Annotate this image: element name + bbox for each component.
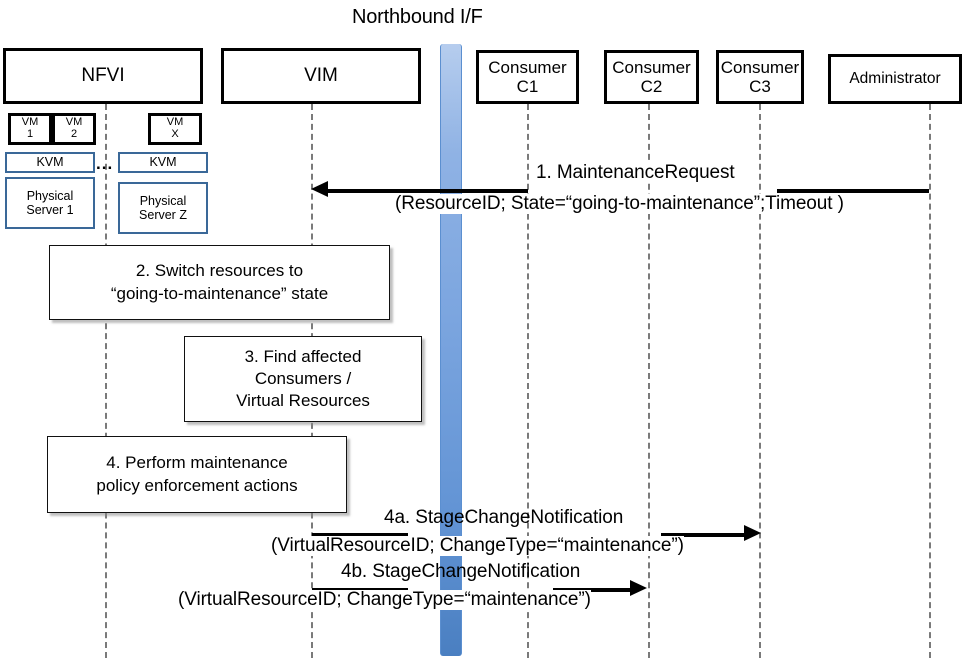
message-4b-params: (VirtualResourceID; ChangeType=“maintena… [178, 589, 591, 610]
actor-label-vim: VIM [304, 65, 338, 87]
diagram-title: Northbound I/F [352, 6, 483, 28]
lifeline-nfvi [105, 104, 107, 658]
message-4b-arrowhead [630, 580, 647, 596]
infrastructure-ellipsis: ... [96, 154, 114, 173]
vm-box-1[interactable]: VM 1 [8, 113, 52, 145]
actor-label-consumer-c3-line2: C3 [749, 77, 771, 96]
message-4a-params: (VirtualResourceID; ChangeType=“maintena… [271, 535, 684, 556]
hypervisor-box-kvm-2[interactable]: KVM [118, 152, 208, 173]
actor-label-consumer-c2-line2: C2 [640, 77, 663, 96]
vm-box-2-line1: VM [65, 116, 83, 129]
vm-box-1-line2: 1 [26, 128, 34, 140]
actor-box-administrator[interactable]: Administrator [828, 54, 962, 104]
message-1-params: (ResourceID; State=“going-to-maintenance… [395, 193, 844, 214]
vm-box-x-line1: VM [166, 116, 184, 129]
actor-label-consumer-c2-line1: Consumer [612, 57, 691, 77]
message-4a-arrowhead [744, 525, 761, 541]
step-box-2-line1: 2. Switch resources to [135, 261, 304, 281]
physical-server-box-z[interactable]: Physical Server Z [118, 182, 208, 234]
actor-box-consumer-c1[interactable]: Consumer C1 [476, 50, 579, 104]
hypervisor-box-kvm-1[interactable]: KVM [5, 152, 95, 173]
actor-box-consumer-c3[interactable]: Consumer C3 [716, 50, 804, 104]
message-4a-line-right [661, 533, 745, 537]
physical-server-box-1[interactable]: Physical Server 1 [5, 177, 95, 229]
step-box-3-line3: Virtual Resources [236, 391, 370, 411]
step-box-3[interactable]: 3. Find affected Consumers / Virtual Res… [184, 336, 422, 422]
step-box-4-line1: 4. Perform maintenance [106, 453, 288, 473]
step-box-3-line1: 3. Find affected [244, 346, 362, 366]
vm-box-2-line2: 2 [70, 128, 78, 140]
physical-server-z-line2: Server Z [139, 208, 187, 222]
lifeline-consumer-c2 [648, 104, 650, 658]
message-4a-line-left [312, 533, 408, 537]
actor-label-consumer-c3-line1: Consumer [720, 57, 800, 77]
vm-box-x-line2: X [171, 128, 179, 140]
step-box-4[interactable]: 4. Perform maintenance policy enforcemen… [47, 436, 347, 513]
message-4b-title: 4b. StageChangeNotification [341, 561, 581, 582]
step-box-2[interactable]: 2. Switch resources to “going-to-mainten… [49, 245, 390, 320]
message-4b-line-right [553, 588, 631, 592]
step-box-4-line2: policy enforcement actions [96, 475, 298, 495]
actor-label-consumer-c1-line1: Consumer [488, 57, 567, 77]
lifeline-consumer-c1 [527, 104, 529, 658]
lifeline-consumer-c3 [759, 104, 761, 658]
actor-box-consumer-c2[interactable]: Consumer C2 [604, 50, 699, 104]
hypervisor-label-kvm-2: KVM [149, 155, 177, 170]
message-4a-title: 4a. StageChangeNotification [384, 507, 624, 528]
physical-server-z-line1: Physical [139, 193, 187, 208]
actor-box-nfvi[interactable]: NFVI [3, 48, 203, 104]
step-box-2-line2: “going-to-maintenance” state [110, 283, 329, 303]
physical-server-1-line2: Server 1 [26, 203, 74, 217]
actor-label-administrator: Administrator [849, 70, 941, 88]
vm-box-2[interactable]: VM 2 [52, 113, 96, 145]
message-1-arrowhead [311, 181, 328, 197]
lifeline-administrator [929, 104, 931, 658]
hypervisor-label-kvm-1: KVM [36, 155, 64, 170]
actor-label-consumer-c1-line2: C1 [516, 77, 539, 96]
message-1-line-right [777, 189, 929, 193]
message-1-line-left [328, 189, 528, 193]
step-box-3-line2: Consumers / [254, 368, 352, 388]
message-1-title: 1. MaintenanceRequest [536, 162, 735, 183]
physical-server-1-line1: Physical [26, 188, 74, 203]
vm-box-x[interactable]: VM X [148, 113, 202, 145]
actor-label-nfvi: NFVI [81, 65, 125, 87]
vm-box-1-line1: VM [21, 116, 39, 129]
actor-box-vim[interactable]: VIM [221, 48, 421, 104]
